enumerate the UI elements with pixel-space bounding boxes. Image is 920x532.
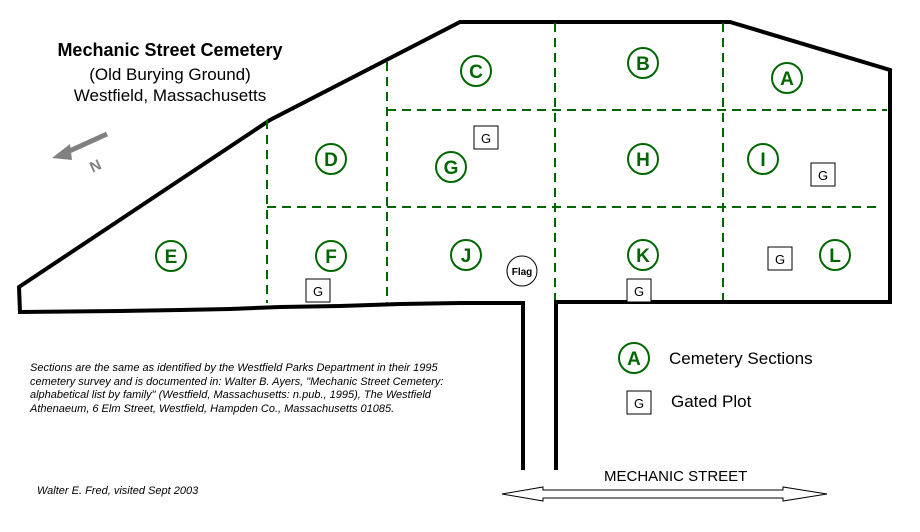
gated-plot-box	[767, 246, 793, 271]
section-label: J	[461, 246, 472, 267]
section-marker-d[interactable]: D	[315, 143, 347, 175]
gated-plot-k[interactable]: G	[626, 278, 652, 303]
legend-sections-label: Cemetery Sections	[669, 349, 813, 368]
section-marker-f[interactable]: F	[315, 240, 347, 272]
section-label: I	[760, 150, 765, 171]
gated-plots: G G G G G	[305, 125, 836, 303]
svg-text:A: A	[627, 349, 641, 370]
section-marker-h[interactable]: H	[627, 143, 659, 175]
section-marker-j[interactable]: J	[450, 239, 482, 271]
section-circle	[747, 143, 779, 175]
gated-plot-box	[626, 278, 652, 303]
section-label: D	[324, 150, 338, 171]
section-circle	[627, 239, 659, 271]
flag-label: Flag	[512, 267, 533, 278]
section-marker-c[interactable]: C	[460, 55, 492, 87]
section-marker-i[interactable]: I	[747, 143, 779, 175]
flag-circle	[506, 255, 538, 287]
map-subtitle: (Old Burying Ground)	[89, 65, 251, 84]
gated-plot-box	[305, 278, 331, 303]
section-marker-b[interactable]: B	[627, 47, 659, 79]
gated-plot-label: G	[818, 168, 828, 183]
gated-plot-box	[473, 125, 499, 150]
gated-plot-l[interactable]: G	[767, 246, 793, 271]
street-double-arrow	[501, 486, 828, 502]
section-marker-l[interactable]: L	[819, 239, 851, 271]
credit-line: Walter E. Fred, visited Sept 2003	[37, 485, 199, 497]
section-circle	[450, 239, 482, 271]
gated-plot-label: G	[634, 284, 644, 299]
section-circle	[627, 143, 659, 175]
section-circle	[460, 55, 492, 87]
section-marker-g[interactable]: G	[435, 151, 467, 183]
section-circle	[627, 47, 659, 79]
section-label: K	[636, 246, 650, 267]
section-marker-a[interactable]: A	[771, 62, 803, 94]
section-circle	[315, 143, 347, 175]
section-markers: A B C D E F G H I J K L	[155, 47, 851, 272]
section-circle	[155, 240, 187, 272]
legend-gated-symbol: G	[626, 390, 652, 415]
map-location: Westfield, Massachusetts	[73, 86, 267, 105]
section-dividers	[266, 23, 887, 303]
section-marker-k[interactable]: K	[627, 239, 659, 271]
section-label: H	[636, 150, 650, 171]
legend-gated-label: Gated Plot	[671, 392, 752, 411]
gated-plot-label: G	[775, 252, 785, 267]
flag-marker[interactable]: Flag	[506, 255, 538, 287]
north-label: N	[87, 156, 104, 176]
gated-plot-label: G	[313, 284, 323, 299]
gated-plot-label: G	[481, 131, 491, 146]
section-label: G	[444, 158, 459, 179]
gated-plot-i[interactable]: G	[810, 162, 836, 187]
section-circle	[315, 240, 347, 272]
section-label: E	[165, 247, 178, 268]
section-label: A	[780, 69, 794, 90]
section-circle	[819, 239, 851, 271]
section-circle	[435, 151, 467, 183]
source-note: Sections are the same as identified by t…	[30, 362, 444, 415]
svg-text:G: G	[634, 396, 644, 411]
section-label: F	[325, 247, 337, 268]
section-label: B	[636, 54, 650, 75]
street-label: MECHANIC STREET	[604, 468, 748, 485]
legend-section-symbol: A	[618, 342, 650, 374]
gated-plot-box	[810, 162, 836, 187]
section-marker-e[interactable]: E	[155, 240, 187, 272]
gated-plot-g[interactable]: G	[473, 125, 499, 150]
section-circle	[771, 62, 803, 94]
gated-plot-f[interactable]: G	[305, 278, 331, 303]
cemetery-boundary	[16, 20, 892, 470]
section-label: L	[829, 246, 841, 267]
map-title: Mechanic Street Cemetery	[57, 40, 283, 60]
north-arrow-icon: N	[52, 131, 109, 176]
section-label: C	[469, 62, 483, 83]
